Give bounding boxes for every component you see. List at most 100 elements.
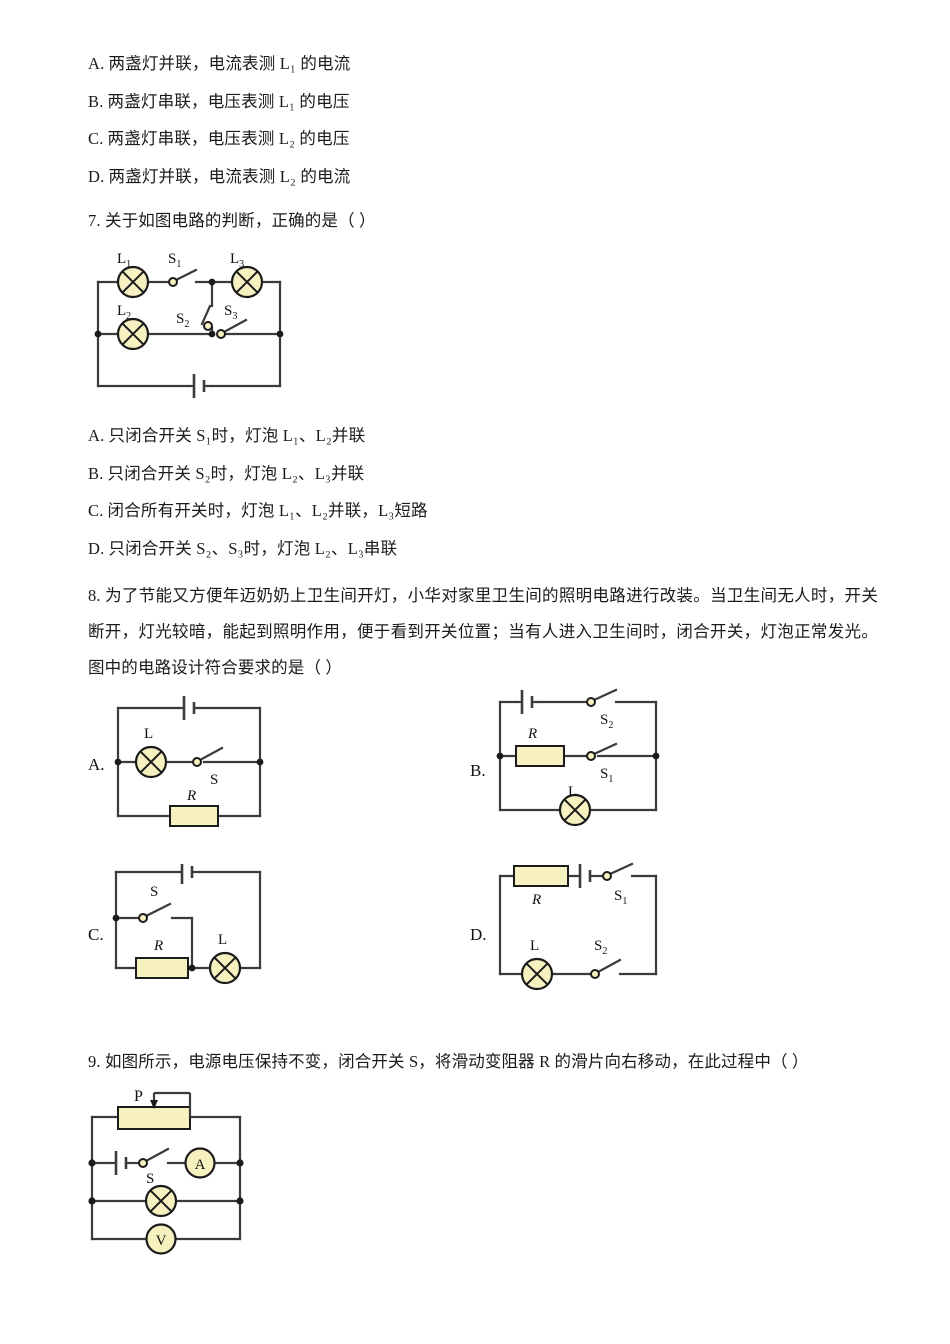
option-text: 两盏灯串联，电压表测 L₁ 的电压 bbox=[107, 91, 350, 111]
switch3-blade bbox=[222, 318, 248, 334]
option-label: C. bbox=[88, 129, 104, 148]
question9-number: 9. bbox=[88, 1052, 101, 1071]
question7-number: 7. bbox=[88, 211, 101, 230]
switch-s3-label: S3 bbox=[224, 303, 237, 322]
lamp-label: L bbox=[144, 726, 153, 742]
option-label: C. bbox=[88, 501, 104, 520]
option-row: C.两盏灯串联，电压表测 L₂ 的电压 bbox=[88, 129, 878, 148]
junction-dots bbox=[88, 1159, 244, 1205]
lamp-l3-label: L3 bbox=[230, 251, 244, 270]
switch-blade bbox=[144, 1147, 170, 1163]
switch-contact bbox=[138, 913, 148, 923]
switch1-blade bbox=[592, 742, 618, 756]
lamp-symbol bbox=[558, 793, 592, 827]
resistor-symbol bbox=[515, 745, 565, 767]
battery-symbol bbox=[516, 690, 538, 714]
circuit-option-c: C. S R L bbox=[88, 860, 303, 1024]
option-label: A. bbox=[88, 426, 105, 445]
option-row: D.两盏灯并联，电流表测 L₂ 的电流 bbox=[88, 166, 878, 186]
choice-label-a: A. bbox=[88, 755, 105, 774]
ammeter-label: A bbox=[195, 1157, 206, 1173]
question9-stem: 9. 如图所示，电源电压保持不变，闭合开关 S，将滑动变阻器 R 的滑片向右移动… bbox=[88, 1047, 878, 1077]
circuit-option-d: D. R S1 L S2 bbox=[470, 862, 690, 1022]
option-label: B. bbox=[88, 463, 104, 483]
voltmeter-label: V bbox=[156, 1233, 167, 1249]
option-row: B.两盏灯串联，电压表测 L₁ 的电压 bbox=[88, 91, 878, 111]
lamp-l1-symbol bbox=[116, 265, 150, 299]
choice-label-b: B. bbox=[470, 761, 486, 780]
switch-s2-label: S2 bbox=[594, 938, 607, 957]
question7: 7. 关于如图电路的判断，正确的是（ ） bbox=[88, 206, 878, 557]
circuit-q7-figure: L1 L2 L3 S1 S2 S3 bbox=[84, 244, 878, 404]
question8-stem: 8. 为了节能又方便年迈奶奶上卫生间开灯，小华对家里卫生间的照明电路进行改装。当… bbox=[88, 578, 878, 686]
question8-number: 8. bbox=[88, 586, 101, 605]
option-text: 两盏灯串联，电压表测 L₂ 的电压 bbox=[107, 129, 350, 148]
lamp-l1-label: L1 bbox=[117, 251, 131, 270]
junction-dots bbox=[94, 278, 284, 338]
ammeter-symbol: A bbox=[184, 1147, 216, 1179]
option-text: 只闭合开关 S₂、S₃时，灯泡 L₂、L₃串联 bbox=[108, 538, 398, 558]
option-text: 两盏灯并联，电流表测 L₁ 的电流 bbox=[108, 54, 351, 73]
lamp-symbol bbox=[208, 951, 242, 985]
switch-s2-label: S2 bbox=[600, 712, 613, 731]
junction-dots bbox=[112, 914, 196, 972]
lamp-symbol bbox=[134, 745, 168, 779]
question8: 8. 为了节能又方便年迈奶奶上卫生间开灯，小华对家里卫生间的照明电路进行改装。当… bbox=[88, 578, 878, 1029]
circuit-option-b: B. R L S2 S1 bbox=[470, 688, 690, 853]
lamp-label: L bbox=[218, 932, 227, 948]
question8-stem-text: 为了节能又方便年迈奶奶上卫生间开灯，小华对家里卫生间的照明电路进行改装。当卫生间… bbox=[88, 586, 878, 677]
switch-contacts bbox=[590, 871, 612, 979]
resistor-symbol bbox=[135, 957, 189, 979]
switch-label: S bbox=[210, 772, 218, 788]
page-content: A.两盏灯并联，电流表测 L₁ 的电流 B.两盏灯串联，电压表测 L₁ 的电压 … bbox=[88, 54, 878, 1262]
option-row: C.闭合所有开关时，灯泡 L₁、L₂并联，L₃短路 bbox=[88, 501, 878, 520]
switch2-blade bbox=[592, 688, 618, 702]
switch-s1-label: S1 bbox=[600, 766, 613, 785]
question9-stem-text: 如图所示，电源电压保持不变，闭合开关 S，将滑动变阻器 R 的滑片向右移动，在此… bbox=[104, 1052, 809, 1071]
slider-arrow-icon bbox=[150, 1100, 158, 1109]
lamp-l3-symbol bbox=[230, 265, 264, 299]
option-label: D. bbox=[88, 538, 105, 558]
switch-contact bbox=[192, 757, 202, 767]
resistor-label: R bbox=[186, 788, 196, 804]
question8-choices-row1: A. L S R bbox=[88, 688, 878, 852]
option-label: B. bbox=[88, 91, 104, 111]
switch-s2-label: S2 bbox=[176, 311, 189, 330]
option-label: D. bbox=[88, 166, 105, 186]
switch-label: S bbox=[146, 1171, 154, 1187]
battery-symbol bbox=[110, 1151, 132, 1175]
lamp-symbol bbox=[520, 957, 554, 991]
question8-choices-row2: C. S R L bbox=[88, 860, 878, 1029]
switch-label: S bbox=[150, 884, 158, 900]
junction-dots bbox=[496, 752, 660, 760]
question7-stem-text: 关于如图电路的判断，正确的是（ ） bbox=[104, 211, 376, 230]
question9: 9. 如图所示，电源电压保持不变，闭合开关 S，将滑动变阻器 R 的滑片向右移动… bbox=[88, 1047, 878, 1262]
lamp-symbol bbox=[144, 1184, 178, 1218]
lamp-label: L bbox=[530, 938, 539, 954]
battery-symbol bbox=[178, 696, 200, 720]
question7-options: A.只闭合开关 S₁时，灯泡 L₁、L₂并联 B.只闭合开关 S₂时，灯泡 L₂… bbox=[88, 426, 878, 558]
switch1-blade bbox=[608, 862, 634, 876]
lamp-l2-label: L2 bbox=[117, 303, 131, 322]
resistor-label: R bbox=[153, 938, 163, 954]
switch2-blade bbox=[200, 304, 212, 326]
option-text: 只闭合开关 S₁时，灯泡 L₁、L₂并联 bbox=[108, 426, 366, 445]
battery-symbol bbox=[574, 864, 596, 888]
junction-dots bbox=[114, 758, 264, 766]
rheostat-symbol bbox=[117, 1106, 191, 1130]
switch-contacts bbox=[586, 697, 596, 761]
switch-s1-label: S1 bbox=[168, 251, 181, 270]
switch1-blade bbox=[174, 268, 198, 282]
option-text: 两盏灯并联，电流表测 L₂ 的电流 bbox=[108, 166, 351, 186]
resistor-label: R bbox=[527, 726, 537, 742]
option-text: 闭合所有开关时，灯泡 L₁、L₂并联，L₃短路 bbox=[107, 501, 428, 520]
resistor-symbol bbox=[169, 805, 219, 827]
question7-stem: 7. 关于如图电路的判断，正确的是（ ） bbox=[88, 206, 878, 236]
option-row: A.只闭合开关 S₁时，灯泡 L₁、L₂并联 bbox=[88, 426, 878, 445]
switch-contact bbox=[138, 1158, 148, 1168]
switch-blade bbox=[198, 746, 224, 762]
resistor-label: R bbox=[531, 892, 541, 908]
circuit-option-a: A. L S R bbox=[88, 692, 298, 847]
question6-options: A.两盏灯并联，电流表测 L₁ 的电流 B.两盏灯串联，电压表测 L₁ 的电压 … bbox=[88, 54, 878, 186]
